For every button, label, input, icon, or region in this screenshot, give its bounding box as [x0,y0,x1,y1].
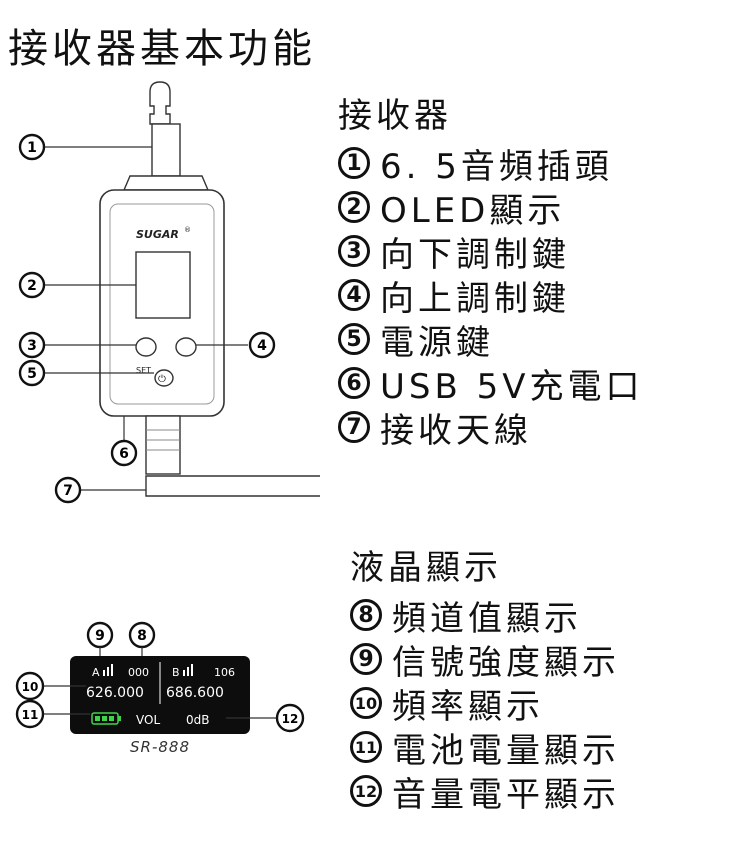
svg-text:7: 7 [63,483,73,499]
list-item-label: 頻率顯示 [392,686,544,727]
number-badge: 1 [338,147,370,179]
antenna-connector [145,415,181,475]
svg-text:1: 1 [27,140,37,156]
lcd-list: 液晶顯示 8 頻道值顯示 9 信號強度顯示 10 頻率顯示 11 電池電量顯示 12 音量… [350,540,620,815]
list-item: 12 音量電平顯示 [350,769,620,815]
power-icon: ⏻ [158,374,166,385]
frequency-a: 626.000 [86,685,144,701]
svg-text:5: 5 [27,366,37,382]
number-badge: 11 [350,731,382,763]
plug-collar [122,175,210,191]
model-label: SR-888 [130,738,190,756]
svg-text:6: 6 [119,446,129,462]
callout-3: 3 [18,331,46,359]
callout-9: 9 [86,621,114,649]
number-badge: 10 [350,687,382,719]
channel-b-value: 106 [214,666,235,679]
list-item-label: USB 5V充電口 [380,366,644,407]
list-item: 7 接收天線 [338,405,644,451]
antenna [145,475,320,497]
down-button [135,337,157,357]
number-badge: 9 [350,643,382,675]
power-button [154,369,174,387]
brand-logo: SUGAR [136,228,179,241]
list-item: 4 向上調制鍵 [338,273,644,319]
callout-7: 7 [54,476,82,504]
volume-label: VOL [136,713,160,727]
callout-2: 2 [18,271,46,299]
lcd-heading: 液晶顯示 [350,548,502,588]
channel-a-value: 000 [128,666,149,679]
number-badge: 4 [338,279,370,311]
list-item-label: 頻道值顯示 [392,598,582,639]
svg-text:11: 11 [22,708,39,722]
list-item-label: 電池電量顯示 [392,730,620,771]
list-item-label: OLED顯示 [380,190,566,231]
list-item: 9 信號強度顯示 [350,637,620,683]
svg-text:2: 2 [27,278,37,294]
svg-text:9: 9 [95,628,105,644]
number-badge: 7 [338,411,370,443]
list-item-label: 6. 5音頻插頭 [380,146,613,187]
callout-6: 6 [110,439,138,467]
callout-1: 1 [18,133,46,161]
up-button [175,337,197,357]
callout-12: 12 [275,703,305,733]
lcd-illustration: 9 8 A 000 B 106 626.000 686.600 VOL 0dB … [15,621,305,756]
audio-plug-tip [149,81,171,125]
channel-b-label: B [172,666,180,679]
list-item-label: 音量電平顯示 [392,774,620,815]
number-badge: 3 [338,235,370,267]
volume-value: 0dB [186,713,209,727]
audio-plug-shaft [151,123,181,177]
list-item: 11 電池電量顯示 [350,725,620,771]
svg-text:10: 10 [22,680,39,694]
brand-mark: ® [184,226,191,234]
list-item: 2 OLED顯示 [338,185,644,231]
number-badge: 8 [350,599,382,631]
list-item-label: 電源鍵 [380,322,494,363]
signal-a-icon [103,664,113,676]
battery-icon [91,712,121,725]
svg-text:12: 12 [282,712,299,726]
list-item-label: 向上調制鍵 [380,278,570,319]
svg-text:8: 8 [137,628,147,644]
page-title: 接收器基本功能 [8,26,316,72]
callout-8: 8 [128,621,156,649]
list-item-label: 向下調制鍵 [380,234,570,275]
list-item: 5 電源鍵 [338,317,644,363]
channel-a-label: A [92,666,100,679]
callout-10: 10 [15,671,45,701]
number-badge: 12 [350,775,382,807]
list-item: 3 向下調制鍵 [338,229,644,275]
list-item: 10 頻率顯示 [350,681,620,727]
oled-window [135,251,191,319]
receiver-inner [109,203,215,405]
callout-11: 11 [15,699,45,729]
list-item: 1 6. 5音頻插頭 [338,141,644,187]
frequency-b: 686.600 [166,685,224,701]
callout-4: 4 [248,331,276,359]
list-item-label: 接收天線 [380,410,532,451]
list-item: 6 USB 5V充電口 [338,361,644,407]
svg-text:4: 4 [257,338,267,354]
callout-5: 5 [18,359,46,387]
svg-text:3: 3 [27,338,37,354]
signal-b-icon [183,664,193,676]
number-badge: 6 [338,367,370,399]
list-item: 8 頻道值顯示 [350,593,620,639]
receiver-heading: 接收器 [338,96,452,136]
set-label: SET [136,366,151,375]
receiver-list: 接收器 1 6. 5音頻插頭 2 OLED顯示 3 向下調制鍵 4 向上調制鍵 5 電源鍵… [338,88,644,451]
number-badge: 5 [338,323,370,355]
number-badge: 2 [338,191,370,223]
list-item-label: 信號強度顯示 [392,642,620,683]
receiver-illustration: SUGAR ® SET ⏻ 1 2 3 4 5 6 7 [18,81,320,504]
